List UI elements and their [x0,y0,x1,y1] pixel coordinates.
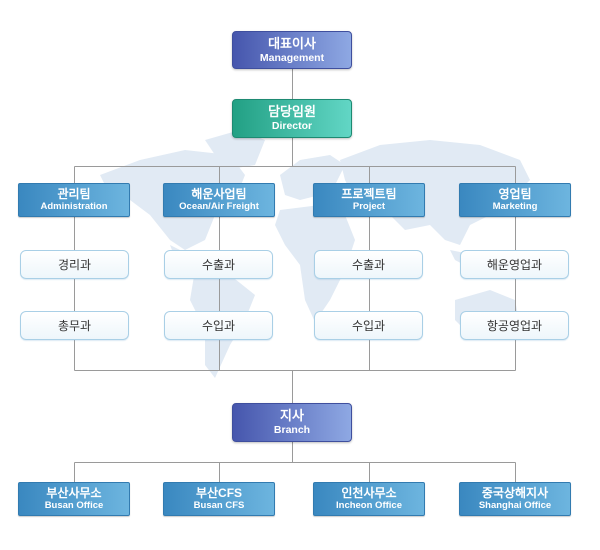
branch-title: 중국상해지사 [481,486,549,500]
branch-box-incheon-office: 인천사무소 Incheon Office [313,482,425,516]
department-subtitle: Ocean/Air Freight [179,201,259,212]
section-label: 경리과 [57,258,92,272]
section-box-accounting: 경리과 [20,250,129,279]
section-box-ocean-sales: 해운영업과 [460,250,569,279]
department-title: 해운사업팀 [191,187,247,201]
department-subtitle: Project [352,201,386,212]
ceo-title: 대표이사 [268,35,316,51]
department-box-project: 프로젝트팀 Project [313,183,425,217]
department-title: 관리팀 [57,187,91,201]
section-label: 총무과 [57,319,92,333]
branch-hq-box: 지사 Branch [232,403,352,442]
director-subtitle: Director [271,120,313,132]
section-label: 수출과 [351,258,386,272]
section-box-project-import: 수입과 [314,311,423,340]
ceo-box: 대표이사 Management [232,31,352,69]
ceo-subtitle: Management [259,51,325,64]
section-box-freight-export: 수출과 [164,250,273,279]
branch-title: 부산CFS [195,486,243,500]
branch-box-busan-cfs: 부산CFS Busan CFS [163,482,275,516]
section-label: 수입과 [351,319,386,333]
branch-subtitle: Incheon Office [336,500,402,511]
branch-subtitle: Shanghai Office [478,500,552,511]
section-box-air-sales: 항공영업과 [460,311,569,340]
director-box: 담당임원 Director [232,99,352,138]
greenland-shape [205,130,265,170]
section-box-general-affairs: 총무과 [20,311,129,340]
branch-box-shanghai-office: 중국상해지사 Shanghai Office [459,482,571,516]
department-box-marketing: 영업팀 Marketing [459,183,571,217]
department-box-administration: 관리팀 Administration [18,183,130,217]
department-title: 영업팀 [498,187,532,201]
director-title: 담당임원 [268,104,316,119]
branch-title: 부산사무소 [46,486,102,500]
section-label: 항공영업과 [486,319,543,333]
section-label: 수입과 [201,319,236,333]
department-subtitle: Marketing [492,201,538,212]
branch-subtitle: Busan Office [44,500,104,511]
branch-hq-subtitle: Branch [273,424,311,436]
section-label: 수출과 [201,258,236,272]
department-subtitle: Administration [40,201,108,212]
branch-box-busan-office: 부산사무소 Busan Office [18,482,130,516]
section-box-project-export: 수출과 [314,250,423,279]
branch-title: 인천사무소 [341,486,397,500]
section-label: 해운영업과 [486,258,543,272]
department-box-ocean-air-freight: 해운사업팀 Ocean/Air Freight [163,183,275,217]
section-box-freight-import: 수입과 [164,311,273,340]
branch-hq-title: 지사 [280,408,304,423]
department-title: 프로젝트팀 [341,187,397,201]
branch-subtitle: Busan CFS [193,500,245,511]
